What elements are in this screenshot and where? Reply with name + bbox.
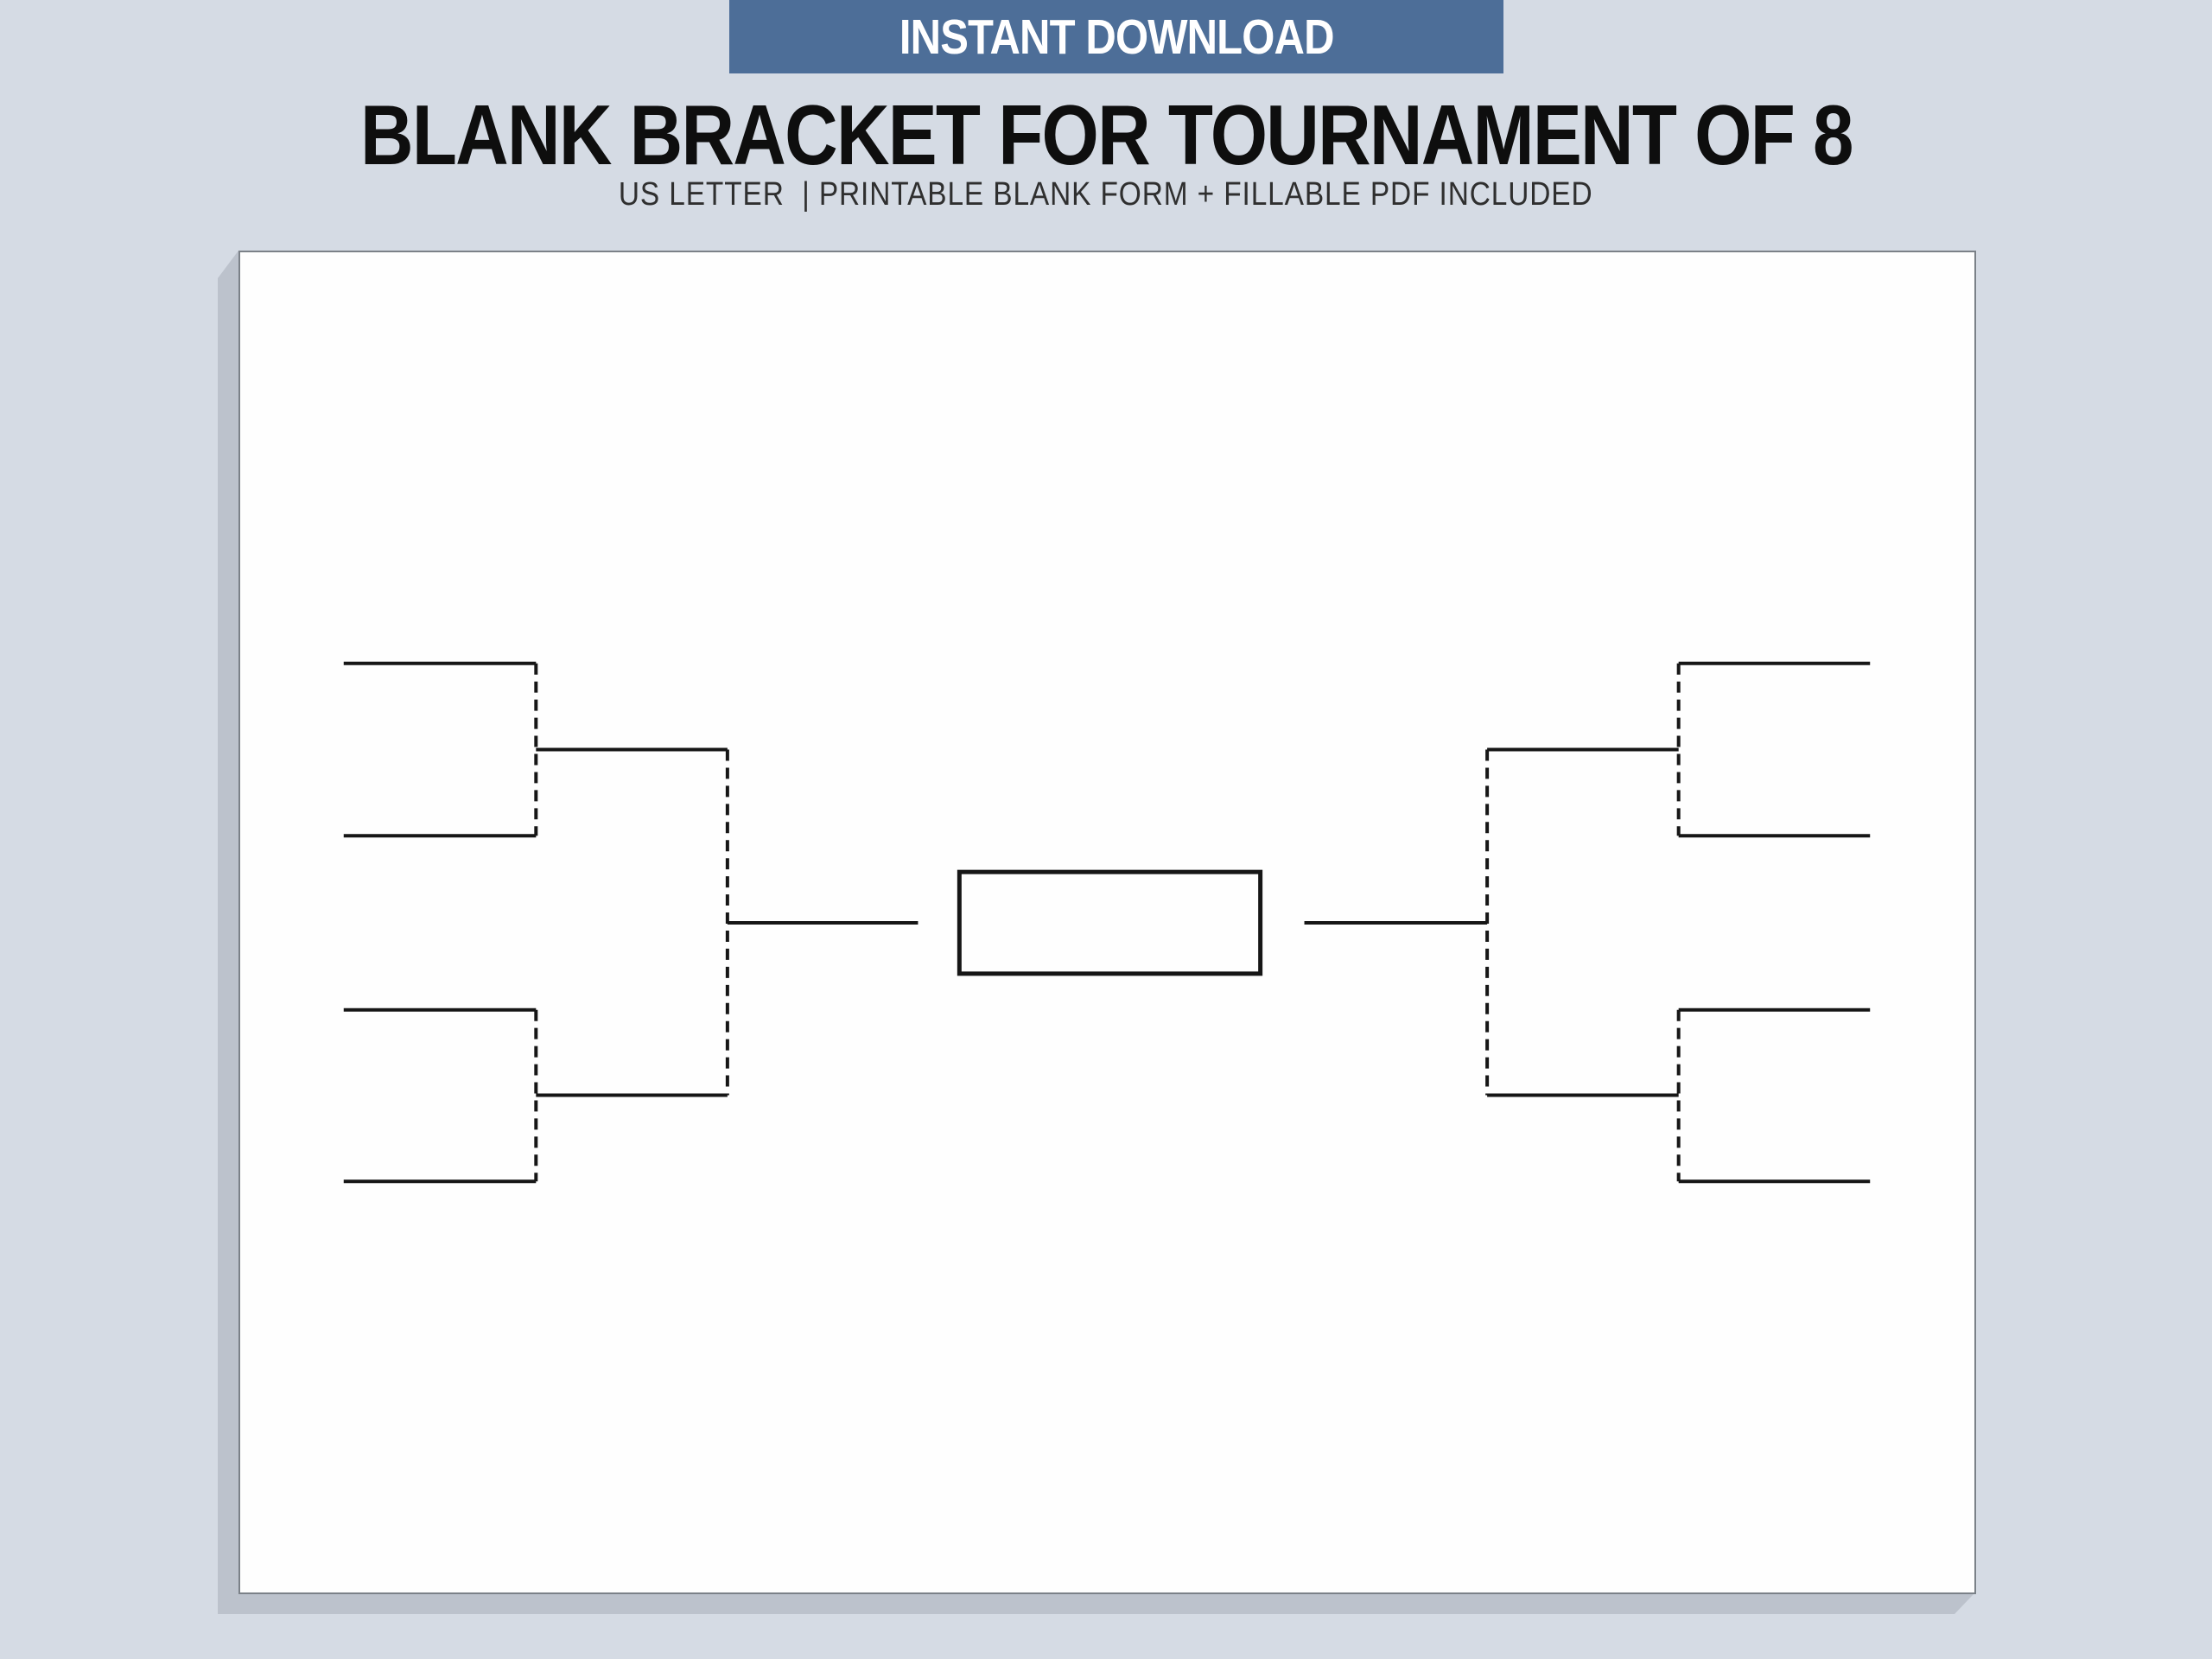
bracket-sheet [238,251,1976,1594]
banner-label: INSTANT DOWNLOAD [899,9,1335,65]
listing-subtitle: US LETTER | PRINTABLE BLANK FORM + FILLA… [0,176,2212,214]
listing-subtitle-text: US LETTER | PRINTABLE BLANK FORM + FILLA… [619,176,1593,213]
bracket-diagram [343,661,1871,1184]
final-champion-box [957,869,1263,976]
listing-title-text: BLANK BRACKET FOR TOURNAMENT OF 8 [359,87,1853,182]
listing-title: BLANK BRACKET FOR TOURNAMENT OF 8 [0,86,2212,184]
instant-download-banner: INSTANT DOWNLOAD [729,0,1503,73]
